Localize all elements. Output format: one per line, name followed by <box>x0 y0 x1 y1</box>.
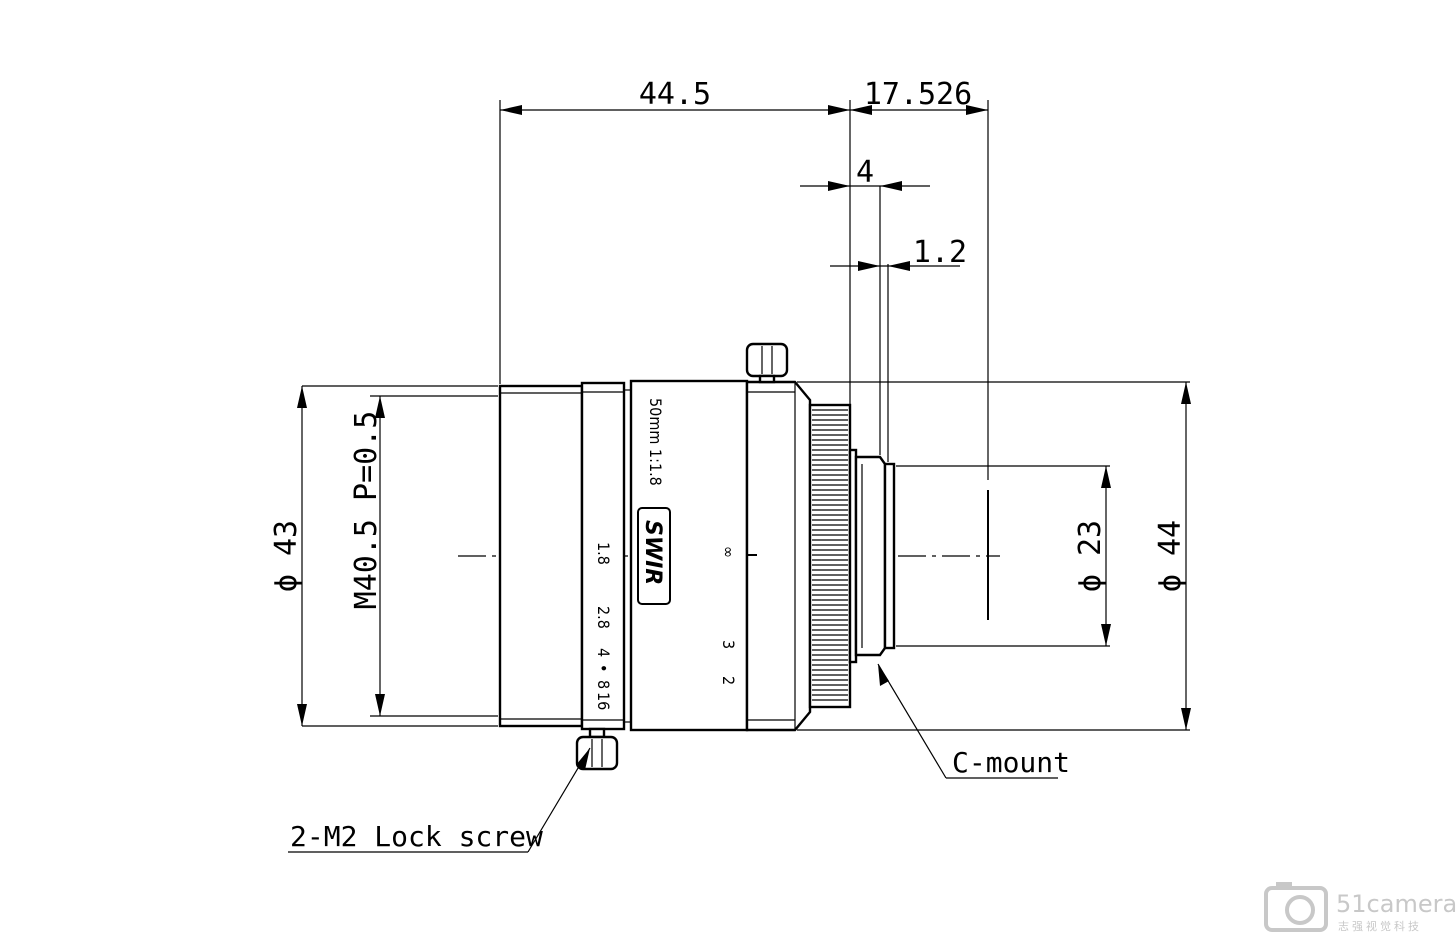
dim-17.526-text: 17.526 <box>864 77 972 112</box>
aperture-1.8: 1.8 <box>594 542 613 565</box>
lock-screw-label: 2-M2 Lock screw <box>290 820 543 853</box>
dim-44.5-text: 44.5 <box>639 77 711 112</box>
barrel-engravings: 50mm 1:1.8 SWIR 1.8 2.8 4 • 8 16 ∞ 3 2 <box>594 398 738 710</box>
c-mount-label: C-mount <box>952 746 1070 779</box>
dim-1.2-text: 1.2 <box>913 235 967 270</box>
watermark-subtitle: 志强视觉科技 <box>1338 919 1422 933</box>
dim-overall-length: 44.5 <box>500 77 850 115</box>
lock-screw-top <box>745 342 789 384</box>
knurl-grooves <box>812 409 848 701</box>
dim-filter-thread: M40.5 P=0.5 <box>349 396 385 716</box>
aperture-8: 8 <box>594 680 613 689</box>
leader-c-mount: C-mount <box>877 663 1070 779</box>
aperture-16: 16 <box>594 692 613 710</box>
aperture-4: 4 <box>594 648 613 657</box>
dim-mount-step: 1.2 <box>830 235 967 271</box>
aperture-2.8: 2.8 <box>594 606 613 629</box>
camera-logo-icon <box>1264 882 1328 932</box>
dim-thread-text: M40.5 P=0.5 <box>349 411 384 610</box>
dim-4-text: 4 <box>856 155 874 190</box>
watermark-brand: 51camera <box>1336 890 1456 918</box>
lens-body <box>498 379 989 732</box>
focus-3: 3 <box>719 640 738 649</box>
watermark: 51camera 志强视觉科技 <box>1264 882 1456 933</box>
swir-label: SWIR <box>640 520 665 585</box>
dim-dia-43-text: ϕ 43 <box>269 520 304 592</box>
focus-infinity: ∞ <box>719 546 738 558</box>
dim-dia-23: ϕ 23 <box>1073 466 1111 646</box>
dim-mount-length: 4 <box>800 155 930 191</box>
dim-dia-44-text: ϕ 44 <box>1153 520 1188 592</box>
focus-2: 2 <box>719 676 738 685</box>
dim-dia-23-text: ϕ 23 <box>1073 520 1108 592</box>
leader-lock-screw: 2-M2 Lock screw <box>288 747 591 853</box>
dim-flange-focal: 17.526 <box>850 77 988 115</box>
aperture-dot: • <box>594 664 613 673</box>
dim-dia-43: ϕ 43 <box>269 386 307 726</box>
model-label: 50mm 1:1.8 <box>646 398 665 486</box>
extension-lines <box>302 100 1190 731</box>
dim-dia-44: ϕ 44 <box>1153 382 1191 730</box>
